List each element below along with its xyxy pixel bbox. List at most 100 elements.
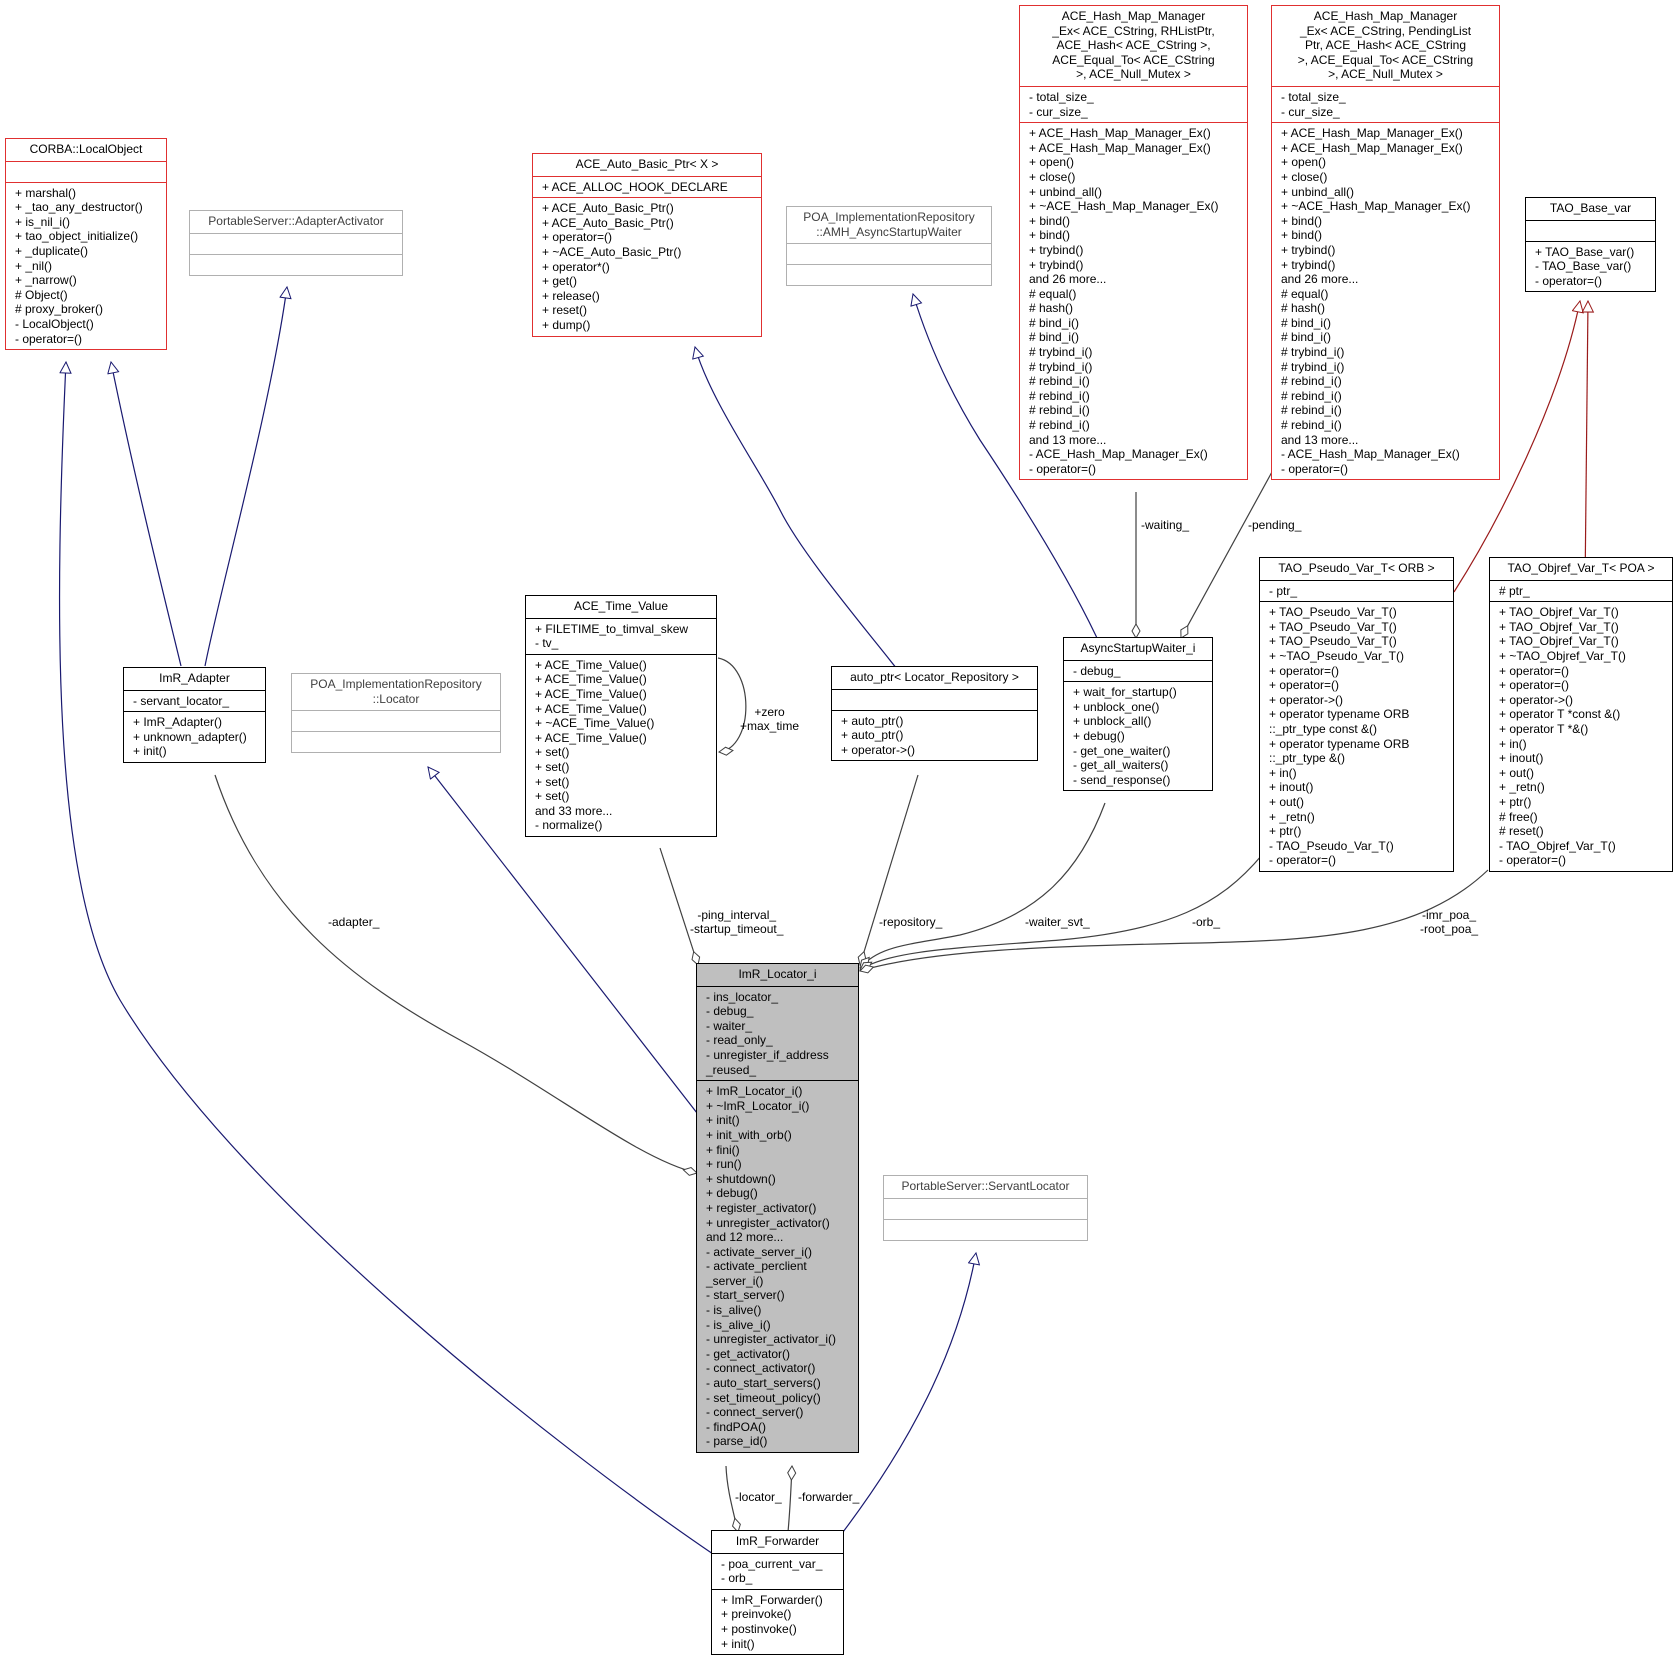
class-method: + operator->() — [1269, 692, 1344, 707]
class-method: # rebind_i() — [1029, 403, 1090, 418]
class-method: - operator=() — [1281, 461, 1349, 476]
edge-locator-usage — [725, 1465, 741, 1533]
class-amh-async-startup-waiter[interactable]: POA_ImplementationRepository ::AMH_Async… — [786, 206, 992, 287]
class-tao-objref-var-poa[interactable]: TAO_Objref_Var_T< POA ># ptr_+ TAO_Objre… — [1489, 557, 1673, 872]
class-method: + ACE_Time_Value() — [535, 730, 647, 745]
class-methods — [190, 253, 402, 275]
class-methods: + wait_for_startup()+ unblock_one()+ unb… — [1064, 681, 1212, 790]
class-method: + operator typename ORB — [1269, 736, 1410, 751]
class-hash-map-rhlist[interactable]: ACE_Hash_Map_Manager _Ex< ACE_CString, R… — [1019, 5, 1248, 481]
class-imr-adapter[interactable]: ImR_Adapter- servant_locator_+ ImR_Adapt… — [123, 667, 266, 763]
class-method: + register_activator() — [706, 1200, 817, 1215]
class-servant-locator[interactable]: PortableServer::ServantLocator — [883, 1175, 1088, 1241]
class-method: - TAO_Pseudo_Var_T() — [1269, 838, 1394, 853]
class-method: + operator T *const &() — [1499, 707, 1621, 722]
class-method: - TAO_Objref_Var_T() — [1499, 838, 1616, 853]
class-method: + ImR_Adapter() — [133, 715, 223, 730]
class-title: TAO_Pseudo_Var_T< ORB > — [1278, 561, 1435, 575]
edge-time-value-usage — [659, 847, 701, 966]
class-method: + marshal() — [15, 185, 77, 200]
class-method: + out() — [1269, 794, 1305, 809]
class-attributes — [6, 160, 166, 182]
class-method: + TAO_Pseudo_Var_T() — [1269, 634, 1397, 649]
class-method: + unbind_all() — [1029, 184, 1103, 199]
class-attributes: # ptr_ — [1490, 579, 1672, 602]
class-hash-map-pending[interactable]: ACE_Hash_Map_Manager _Ex< ACE_CString, P… — [1271, 5, 1500, 481]
class-method: + init() — [706, 1113, 740, 1128]
class-method: # Object() — [15, 287, 68, 302]
class-attributes: - poa_current_var_- orb_ — [712, 1552, 843, 1589]
class-method: + _tao_any_destructor() — [15, 200, 143, 215]
class-method: + ~TAO_Objref_Var_T() — [1499, 648, 1626, 663]
class-poa-locator[interactable]: POA_ImplementationRepository ::Locator — [291, 673, 501, 754]
class-method: + set() — [535, 745, 570, 760]
class-method: + ACE_Time_Value() — [535, 672, 647, 687]
class-auto-basic-ptr[interactable]: ACE_Auto_Basic_Ptr< X >+ ACE_ALLOC_HOOK_… — [532, 153, 762, 337]
class-method: + bind() — [1281, 228, 1323, 243]
class-adapter-activator[interactable]: PortableServer::AdapterActivator — [189, 210, 403, 276]
class-method: + trybind() — [1281, 257, 1336, 272]
class-method: + init_with_orb() — [706, 1127, 792, 1142]
edge-pseudo-var-to-base-var — [1453, 301, 1580, 593]
edge-adapter-usage — [214, 774, 698, 1176]
class-title: POA_ImplementationRepository ::AMH_Async… — [803, 210, 975, 239]
class-method: and 33 more... — [535, 803, 613, 818]
edge-label-waiter-svt: -waiter_svt_ — [1025, 915, 1090, 929]
class-auto-ptr-locator-repository[interactable]: auto_ptr< Locator_Repository >+ auto_ptr… — [831, 666, 1038, 762]
class-title: auto_ptr< Locator_Repository > — [850, 670, 1019, 684]
class-title: ACE_Hash_Map_Manager _Ex< ACE_CString, R… — [1052, 9, 1215, 82]
class-method: + reset() — [542, 303, 588, 318]
class-method: + TAO_Objref_Var_T() — [1499, 634, 1619, 649]
class-title: TAO_Base_var — [1549, 201, 1632, 215]
class-title: PortableServer::ServantLocator — [901, 1179, 1070, 1193]
class-methods: + TAO_Base_var()- TAO_Base_var()- operat… — [1526, 240, 1655, 292]
class-methods: + TAO_Pseudo_Var_T()+ TAO_Pseudo_Var_T()… — [1260, 601, 1453, 871]
class-method: _server_i() — [706, 1273, 764, 1288]
edge-label-adapter: -adapter_ — [328, 915, 380, 929]
class-attribute: - debug_ — [706, 1004, 754, 1019]
class-corba-localobject[interactable]: CORBA::LocalObject+ marshal()+ _tao_any_… — [5, 138, 167, 351]
class-methods: + ACE_Hash_Map_Manager_Ex()+ ACE_Hash_Ma… — [1272, 122, 1499, 479]
class-async-startup-waiter-i[interactable]: AsyncStartupWaiter_i- debug_+ wait_for_s… — [1063, 637, 1213, 792]
class-attribute: - read_only_ — [706, 1033, 773, 1048]
class-method: # equal() — [1029, 286, 1077, 301]
class-method: # bind_i() — [1281, 330, 1332, 345]
class-method: + ACE_Hash_Map_Manager_Ex() — [1029, 126, 1211, 141]
class-method: + TAO_Pseudo_Var_T() — [1269, 619, 1397, 634]
edge-forwarder-to-servant-locator — [842, 1253, 976, 1533]
class-imr-forwarder[interactable]: ImR_Forwarder- poa_current_var_- orb_+ I… — [711, 1530, 844, 1656]
class-method: + _retn() — [1269, 809, 1315, 824]
class-method: ::_ptr_type &() — [1269, 751, 1346, 766]
class-attributes — [292, 710, 500, 731]
class-tao-base-var[interactable]: TAO_Base_var + TAO_Base_var()- TAO_Base_v… — [1525, 197, 1656, 293]
edge-label-imr-root-poa: -imr_poa_ -root_poa_ — [1420, 908, 1479, 936]
class-method: + TAO_Pseudo_Var_T() — [1269, 605, 1397, 620]
edge-poa-usage — [859, 869, 1489, 974]
class-methods: + ImR_Adapter()+ unknown_adapter()+ init… — [124, 711, 265, 762]
class-method: + set() — [535, 774, 570, 789]
class-method: + ~ACE_Auto_Basic_Ptr() — [542, 244, 682, 259]
class-method: - activate_perclient — [706, 1259, 807, 1274]
class-method: + in() — [1499, 736, 1527, 751]
class-title: AsyncStartupWaiter_i — [1080, 641, 1196, 655]
class-method: + TAO_Objref_Var_T() — [1499, 605, 1619, 620]
class-method: + open() — [1029, 155, 1075, 170]
class-method: + ImR_Forwarder() — [721, 1592, 823, 1607]
edge-objref-var-to-base-var — [1585, 301, 1588, 591]
class-method: - send_response() — [1073, 772, 1171, 787]
class-method: + debug() — [1073, 728, 1125, 743]
class-ace-time-value[interactable]: ACE_Time_Value+ FILETIME_to_timval_skew-… — [525, 595, 717, 837]
class-methods: + ACE_Hash_Map_Manager_Ex()+ ACE_Hash_Ma… — [1020, 122, 1247, 479]
class-method: + operator=() — [1269, 678, 1340, 693]
class-imr-locator-i[interactable]: ImR_Locator_i- ins_locator_- debug_- wai… — [696, 963, 859, 1453]
class-attributes: - total_size_- cur_size_ — [1020, 85, 1247, 122]
class-method: + unbind_all() — [1281, 184, 1355, 199]
class-attribute: - waiter_ — [706, 1018, 753, 1033]
class-tao-pseudo-var-orb[interactable]: TAO_Pseudo_Var_T< ORB >- ptr_+ TAO_Pseud… — [1259, 557, 1454, 872]
class-method: + TAO_Objref_Var_T() — [1499, 619, 1619, 634]
class-method: + set() — [535, 789, 570, 804]
class-method: + ACE_Auto_Basic_Ptr() — [542, 215, 674, 230]
class-methods: + TAO_Objref_Var_T()+ TAO_Objref_Var_T()… — [1490, 601, 1672, 871]
class-method: + unregister_activator() — [706, 1215, 830, 1230]
class-method: + ACE_Time_Value() — [535, 657, 647, 672]
